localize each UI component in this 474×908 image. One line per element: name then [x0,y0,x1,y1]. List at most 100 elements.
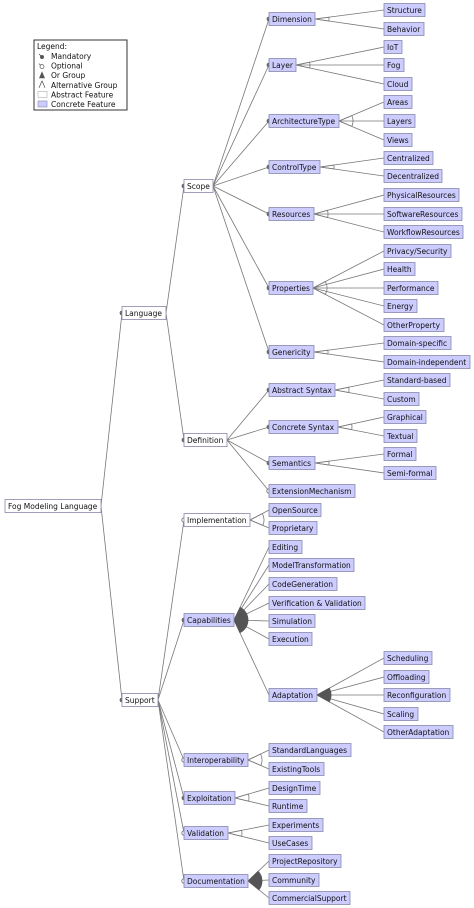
feature-node-language[interactable]: Language [121,306,167,320]
abstract-feature-icon [37,91,48,98]
feature-node-root[interactable]: Fog Modeling Language [4,499,102,513]
feature-node-scheduling[interactable]: Scheduling [383,651,433,665]
feature-label: Custom [387,395,416,404]
feature-node-definition[interactable]: Definition [183,433,228,447]
feature-node-documentation[interactable]: Documentation [183,874,249,888]
feature-node-reconfig[interactable]: Reconfiguration [383,688,451,702]
feature-node-formal[interactable]: Formal [383,447,417,461]
feature-label: Experiments [272,821,319,830]
feature-label: Layer [272,61,294,70]
feature-node-controltype[interactable]: ControlType [268,160,321,174]
feature-node-graphical[interactable]: Graphical [383,410,427,424]
feature-node-existtools[interactable]: ExistingTools [268,762,325,776]
feature-node-commsupport[interactable]: CommercialSupport [268,891,351,905]
feature-node-workres[interactable]: WorkflowResources [383,225,464,239]
feature-box [268,12,316,26]
feature-node-verval[interactable]: Verification & Validation [268,596,366,610]
feature-node-textual[interactable]: Textual [383,429,418,443]
feature-node-runtime[interactable]: Runtime [268,799,308,813]
feature-node-capabilities[interactable]: Capabilities [183,613,235,627]
feature-node-support[interactable]: Support [121,693,159,707]
feature-node-privacy[interactable]: Privacy/Security [383,244,452,258]
feature-label: ProjectRepository [272,857,338,866]
feature-node-stdlang[interactable]: StandardLanguages [268,743,352,757]
feature-node-modeltrans[interactable]: ModelTransformation [268,558,355,572]
feature-node-structure[interactable]: Structure [383,3,426,17]
feature-box [383,466,437,480]
feature-node-archtype[interactable]: ArchitectureType [268,114,340,128]
feature-node-domspec[interactable]: Domain-specific [383,336,452,350]
feature-label: Domain-independent [387,358,466,367]
feature-node-cloud[interactable]: Cloud [383,77,413,91]
feature-node-views[interactable]: Views [383,133,413,147]
feature-box [268,160,321,174]
feature-node-offloading[interactable]: Offloading [383,670,430,684]
feature-node-execution[interactable]: Execution [268,632,313,646]
feature-node-abssyntax[interactable]: Abstract Syntax [268,383,336,397]
feature-node-semiformal[interactable]: Semi-formal [383,466,437,480]
feature-node-centralized[interactable]: Centralized [383,151,434,165]
feature-node-implementation[interactable]: Implementation [183,513,251,527]
feature-node-consyntax[interactable]: Concrete Syntax [268,420,339,434]
or-group-icon [39,71,45,79]
feature-label: Semi-formal [387,469,433,478]
feature-node-otheradapt[interactable]: OtherAdaptation [383,725,454,739]
feature-label: StandardLanguages [272,746,347,755]
feature-node-opensource[interactable]: OpenSource [268,503,322,517]
feature-box [268,281,314,295]
feature-node-genericity[interactable]: Genericity [268,345,315,359]
feature-node-stdbased[interactable]: Standard-based [383,373,451,387]
edge-scope-dimension [212,18,270,187]
feature-node-decentralized[interactable]: Decentralized [383,169,443,183]
feature-node-layer[interactable]: Layer [268,58,297,72]
feature-node-performance[interactable]: Performance [383,281,439,295]
feature-node-dimension[interactable]: Dimension [268,12,316,26]
feature-node-scope[interactable]: Scope [183,179,214,193]
feature-node-validation[interactable]: Validation [183,826,229,840]
feature-node-fog[interactable]: Fog [383,58,405,72]
feature-label: Health [387,265,412,274]
feature-node-energy[interactable]: Energy [383,299,418,313]
feature-node-semantics[interactable]: Semantics [268,456,316,470]
feature-node-layers[interactable]: Layers [383,114,416,128]
feature-node-codegen[interactable]: CodeGeneration [268,577,338,591]
feature-label: Implementation [187,516,247,525]
feature-node-areas[interactable]: Areas [383,95,413,109]
feature-node-extmech[interactable]: ExtensionMechanism [268,484,356,498]
feature-node-interop[interactable]: Interoperability [183,753,249,767]
feature-node-editing[interactable]: Editing [268,540,303,554]
group-arc-genericity [313,349,329,355]
feature-nodes-layer: Fog Modeling Language Language Scope Dimens… [4,3,471,905]
feature-node-iot[interactable]: IoT [383,40,403,54]
feature-node-projrepo[interactable]: ProjectRepository [268,854,342,868]
feature-label: Properties [272,284,310,293]
edge-scope-resources [212,185,270,215]
feature-node-properties[interactable]: Properties [268,281,314,295]
feature-node-custom[interactable]: Custom [383,392,420,406]
feature-node-domind[interactable]: Domain-independent [383,355,471,369]
feature-node-resources[interactable]: Resources [268,207,315,221]
feature-node-health[interactable]: Health [383,262,416,276]
concrete-feature-icon [37,100,48,108]
feature-node-softres[interactable]: SoftwareResources [383,207,463,221]
feature-label: Fog Modeling Language [8,502,98,511]
feature-node-usecases[interactable]: UseCases [268,836,313,850]
feature-node-scaling[interactable]: Scaling [383,707,419,721]
edge-layer-iot [295,46,385,66]
feature-node-otherprop[interactable]: OtherProperty [383,318,445,332]
feature-node-physres[interactable]: PhysicalResources [383,188,460,202]
feature-box [383,688,451,702]
feature-label: Scheduling [387,654,429,663]
feature-node-designtime[interactable]: DesignTime [268,781,321,795]
feature-box [268,521,318,535]
feature-node-behavior[interactable]: Behavior [383,22,425,36]
feature-box [268,614,316,628]
feature-node-adaptation[interactable]: Adaptation [268,688,318,702]
feature-node-proprietary[interactable]: Proprietary [268,521,318,535]
feature-node-exploitation[interactable]: Exploitation [183,791,236,805]
legend-item-optional: Optional [38,62,83,71]
legend-item-label: Or Group [51,71,85,80]
feature-node-experiments[interactable]: Experiments [268,818,324,832]
feature-node-simulation[interactable]: Simulation [268,614,316,628]
feature-node-community[interactable]: Community [268,873,320,887]
